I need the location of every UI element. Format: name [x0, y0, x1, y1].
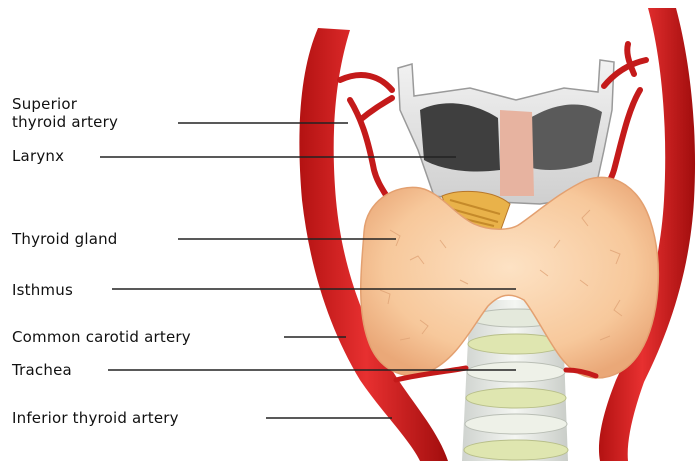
left-superior-thyroid-artery: [340, 75, 392, 206]
common-carotid-artery-label: Common carotid artery: [12, 328, 191, 346]
isthmus-label: Isthmus: [12, 281, 73, 299]
superior-thyroid-artery-label-line1: Superior: [12, 95, 118, 113]
trachea-label: Trachea: [12, 361, 72, 379]
larynx-label: Larynx: [12, 147, 64, 165]
superior-thyroid-artery-label: Superior thyroid artery: [12, 95, 118, 131]
inferior-thyroid-artery-label: Inferior thyroid artery: [12, 409, 179, 427]
thyroid-gland-label: Thyroid gland: [12, 230, 118, 248]
superior-thyroid-artery-label-line2: thyroid artery: [12, 113, 118, 131]
